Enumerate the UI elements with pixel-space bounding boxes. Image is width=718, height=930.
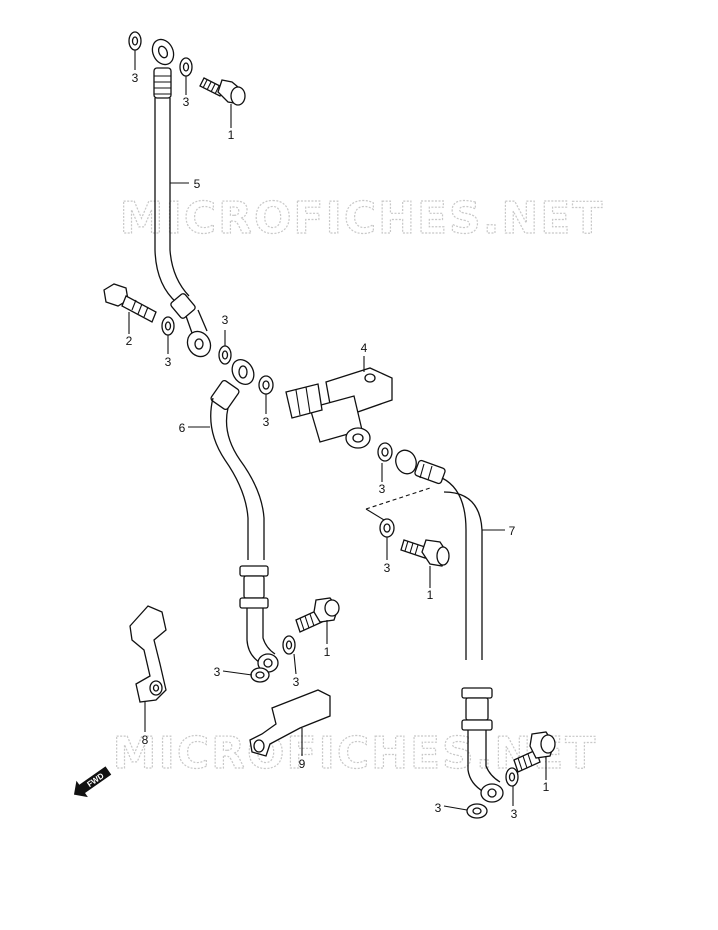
- washer-right-b: [379, 518, 395, 538]
- callout-washer-mid-b: 3: [222, 313, 229, 327]
- brake-hose-left: [210, 359, 279, 673]
- callout-washer-top-left: 3: [132, 71, 139, 85]
- callout-bolt-right: 1: [427, 588, 434, 602]
- bolt-top: [199, 77, 246, 106]
- callout-washer-joint: 3: [263, 415, 270, 429]
- callout-union-bolt: 2: [126, 334, 133, 348]
- callout-hose-right: 7: [509, 524, 516, 538]
- leader-lines: [128, 50, 547, 811]
- forward-arrow-icon: FWD: [73, 766, 112, 798]
- bolt-right: [400, 539, 450, 567]
- washer-mid-a: [161, 316, 175, 336]
- clamp-mid: [249, 689, 331, 757]
- callout-clamp-mid: 9: [299, 757, 306, 771]
- callout-washer-bottom-left: 3: [435, 801, 442, 815]
- watermark-bottom: MICROFICHES.NET: [113, 728, 598, 779]
- union-bolt: [103, 283, 157, 323]
- callout-washer-mid-a: 3: [165, 355, 172, 369]
- brake-hose-upper: [151, 38, 212, 358]
- callout-hose-upper: 5: [194, 177, 201, 191]
- callout-bolt-mid: 1: [324, 645, 331, 659]
- washer-right-a: [377, 442, 393, 462]
- washer-top-left: [128, 31, 142, 51]
- clamp-left: [129, 605, 167, 703]
- washer-bottom-right: [505, 767, 519, 787]
- callout-clamp-left: 8: [142, 733, 149, 747]
- callout-joint: 4: [361, 341, 368, 355]
- washer-joint: [258, 375, 274, 395]
- washer-bottom-left: [466, 803, 488, 819]
- brake-hose-right: [395, 449, 504, 803]
- callout-hose-left: 6: [179, 421, 186, 435]
- callout-washer-right-b: 3: [384, 561, 391, 575]
- callout-bolt-top: 1: [228, 128, 235, 142]
- callout-bolt-bottom: 1: [543, 780, 550, 794]
- callout-washer-right-a: 3: [379, 482, 386, 496]
- washer-mid-b: [218, 345, 232, 365]
- bolt-mid: [295, 597, 340, 633]
- callout-washer-left-low: 3: [214, 665, 221, 679]
- bolt-bottom: [513, 731, 556, 773]
- callout-washer-bottom-right: 3: [511, 807, 518, 821]
- watermark-top: MICROFICHES.NET: [120, 193, 605, 244]
- washer-mid-low: [282, 635, 296, 655]
- washer-top-right: [179, 57, 193, 77]
- callout-washer-top-right: 3: [183, 95, 190, 109]
- brake-hose-joint: [285, 367, 393, 449]
- callout-washer-mid-low: 3: [293, 675, 300, 689]
- washer-left-low: [250, 667, 270, 683]
